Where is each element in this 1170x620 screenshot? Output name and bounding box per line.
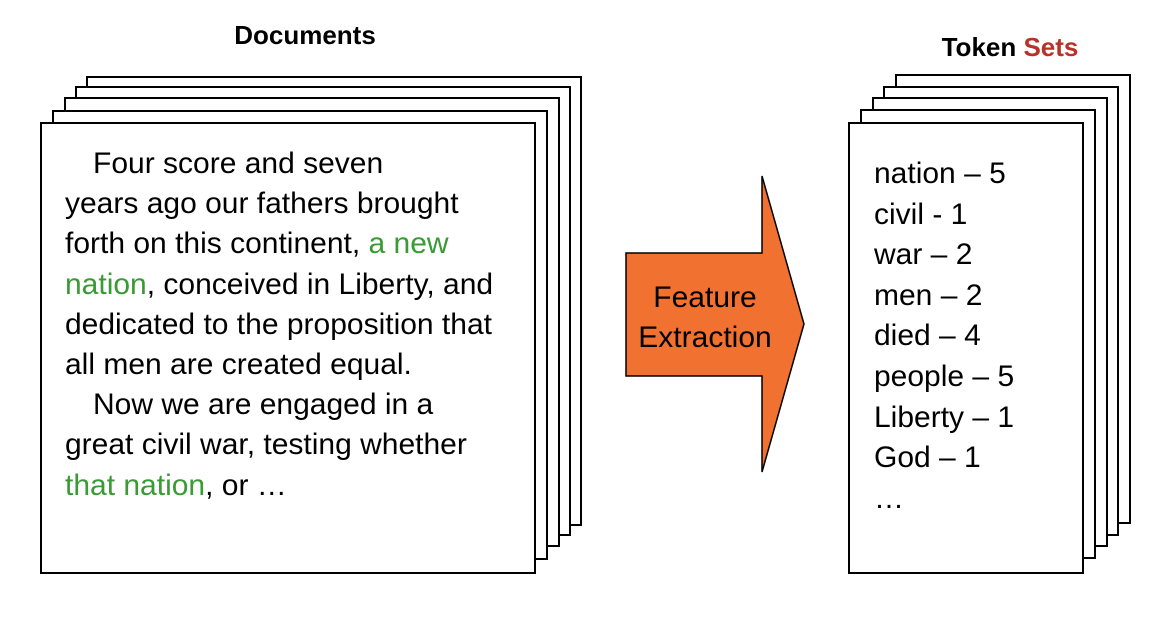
token-item: Liberty – 1 (874, 400, 1015, 434)
paragraph-1-text-rest: , conceived in Liberty, and dedicated to… (65, 267, 494, 382)
paragraph-1-lead: Four score and seven (93, 147, 384, 180)
arrow-shape (625, 175, 805, 473)
token-item: died – 4 (874, 319, 981, 353)
paragraph-2-body: great civil war, testing whether that na… (65, 425, 525, 505)
paragraph-2-text-rest: , or … (205, 468, 287, 502)
token-item: God – 1 (874, 441, 981, 475)
arrow-label-line-1: Feature (653, 281, 757, 314)
paragraph-1-body: years ago our fathers brought forth on t… (65, 184, 525, 385)
documents-title: Documents (234, 20, 376, 50)
token-sheet-front (848, 122, 1084, 574)
paragraph-1-text: years ago our fathers brought forth on t… (65, 187, 459, 261)
token-list: nation – 5 civil - 1 war – 2 men – 2 die… (874, 154, 1074, 519)
paragraph-2-text: great civil war, testing whether (65, 428, 467, 462)
token-item: civil - 1 (874, 197, 968, 231)
highlighted-phrase: a new nation (65, 227, 449, 301)
paragraph-2-lead: Now we are engaged in a (93, 388, 434, 422)
highlighted-phrase: that nation (65, 468, 206, 502)
token-item: men – 2 (874, 278, 983, 312)
arrow-label-line-2: Extraction (638, 321, 772, 354)
document-text: Four score and seven years ago our fathe… (65, 144, 525, 506)
token-sets-title-plain: Token (941, 32, 1024, 62)
token-item: war – 2 (874, 238, 973, 272)
token-sets-title-accent: Sets (1023, 32, 1079, 62)
token-item: … (874, 481, 904, 515)
token-sets-title: Token Sets (870, 32, 1150, 63)
arrow-label: Feature Extraction (622, 278, 788, 358)
token-item: people – 5 (874, 359, 1015, 393)
document-sheet-front (40, 122, 536, 574)
token-item: nation – 5 (874, 157, 1006, 190)
